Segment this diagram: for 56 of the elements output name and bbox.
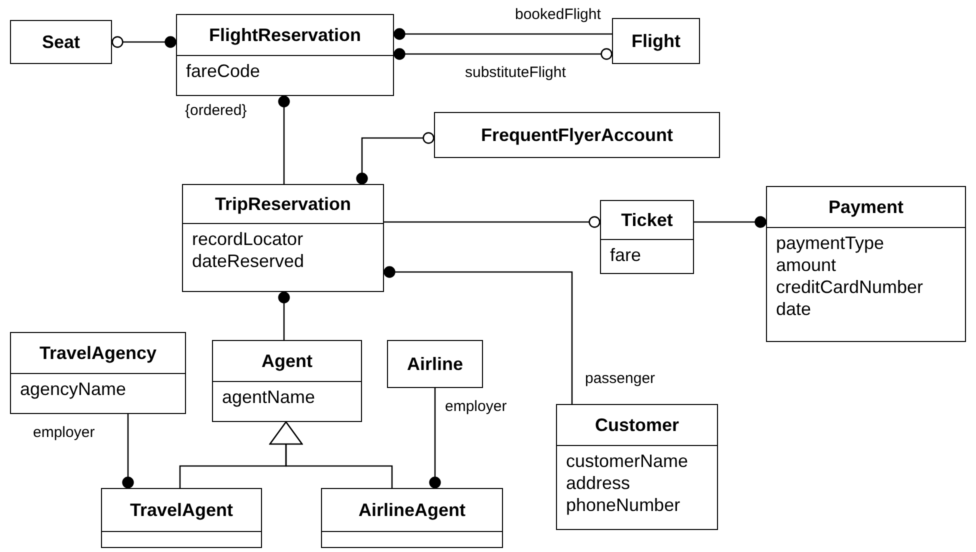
class-name: Seat — [42, 32, 80, 52]
attribute-name: agencyName — [20, 378, 126, 400]
class-box — [766, 186, 966, 342]
class-box — [10, 332, 186, 414]
association-line — [112, 36, 176, 48]
edge-label: employer — [32, 424, 96, 441]
class-name: Agent — [262, 350, 312, 372]
class-box — [176, 14, 394, 96]
class-name: Customer — [594, 414, 679, 436]
attribute-name: agentName — [222, 386, 316, 408]
edge-label: bookedFlight — [514, 6, 602, 23]
attribute-name: address — [566, 472, 630, 494]
class-box — [10, 20, 112, 64]
class-name: Payment — [828, 196, 904, 218]
class-box — [556, 404, 718, 530]
association-line — [356, 132, 434, 184]
edge-label: employer — [444, 398, 508, 415]
association-line — [384, 266, 573, 404]
edge-label: substituteFlight — [464, 64, 567, 81]
association-line — [384, 216, 600, 228]
class-box — [612, 18, 700, 64]
attribute-name: fare — [610, 244, 642, 266]
class-box — [101, 488, 262, 548]
edge-label: {ordered} — [184, 102, 248, 119]
class-box — [387, 340, 483, 388]
attribute-name: paymentType — [776, 232, 884, 254]
attribute-name: customerName — [566, 450, 688, 472]
attribute-name: date — [776, 298, 812, 320]
class-name: Flight — [632, 30, 680, 52]
association-line — [394, 48, 612, 60]
attribute-name: dateReserved — [192, 250, 304, 272]
class-name: AirlineAgent — [358, 500, 466, 520]
attribute-name: amount — [776, 254, 836, 276]
attribute-name: recordLocator — [192, 228, 304, 250]
class-box — [182, 184, 384, 292]
association-line — [694, 216, 766, 228]
class-box — [212, 340, 362, 422]
attribute-name: creditCardNumber — [776, 276, 924, 298]
association-line — [394, 28, 612, 40]
class-box — [600, 200, 694, 274]
attribute-name: phoneNumber — [566, 494, 680, 516]
class-name: FlightReservation — [208, 24, 362, 46]
class-box — [321, 488, 503, 548]
class-name: TravelAgency — [39, 342, 157, 364]
class-name: Airline — [406, 354, 463, 374]
class-name: FrequentFlyerAccount — [480, 124, 674, 146]
association-line — [278, 292, 290, 340]
attribute-name: fareCode — [186, 60, 260, 82]
class-name: TripReservation — [214, 194, 352, 214]
generalization-arrow — [269, 421, 393, 488]
association-line — [122, 414, 134, 488]
class-name: Ticket — [621, 210, 673, 230]
association-line — [278, 96, 290, 184]
class-box — [434, 112, 720, 158]
class-name: TravelAgent — [130, 500, 234, 520]
association-line — [429, 388, 441, 488]
